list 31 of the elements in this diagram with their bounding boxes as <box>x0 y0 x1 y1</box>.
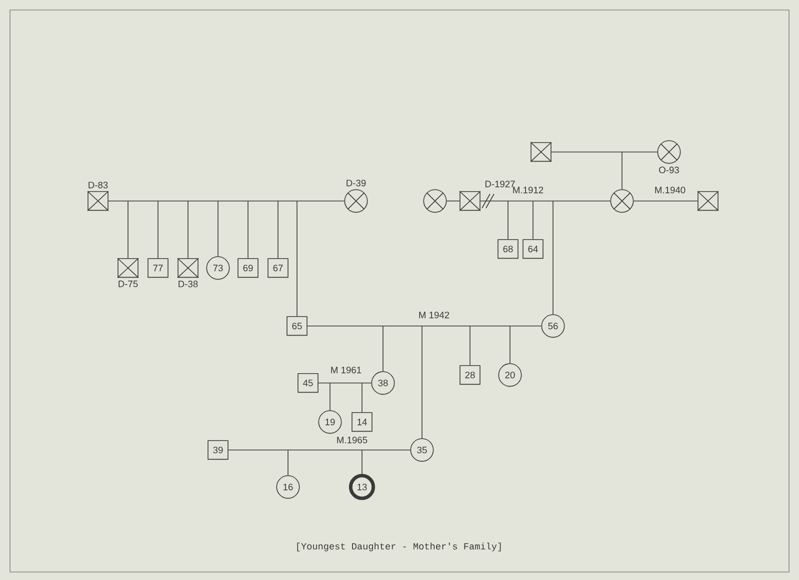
edge-label: M.1965 <box>337 436 368 444</box>
marriage-line <box>480 200 611 202</box>
descent-line <box>552 200 554 315</box>
crossed-circle-symbol <box>344 189 368 213</box>
marriage-line <box>633 200 698 202</box>
crossed-circle-symbol <box>657 140 681 164</box>
crossed-circle-symbol <box>423 189 447 213</box>
death-label: D-38 <box>178 280 198 288</box>
date-label: D-1927 <box>485 180 515 188</box>
marriage-line <box>108 200 345 202</box>
descent-line <box>382 326 384 372</box>
edge-label: M 1942 <box>419 312 450 318</box>
edge-label: M.1912 <box>513 186 544 194</box>
marriage-line <box>318 382 372 384</box>
edge-label: M.1940 <box>655 186 686 194</box>
marriage-line <box>446 200 460 202</box>
crossed-square-symbol <box>459 190 481 212</box>
death-label: D-39 <box>346 180 366 186</box>
crossed-square-symbol <box>177 258 199 278</box>
death-label: D-75 <box>118 280 138 288</box>
descent-line <box>532 200 534 240</box>
edge-label: M 1961 <box>331 366 362 374</box>
crossed-square-symbol <box>117 258 139 278</box>
crossed-square-symbol <box>87 190 109 212</box>
caption: [Youngest Daughter - Mother's Family] <box>297 542 501 552</box>
descent-line <box>296 200 298 317</box>
crossed-circle-symbol <box>610 189 634 213</box>
crossed-square-symbol <box>530 142 552 162</box>
crossed-square-symbol <box>697 190 719 212</box>
death-label: D-83 <box>88 182 108 188</box>
death-label: O-93 <box>659 166 679 174</box>
